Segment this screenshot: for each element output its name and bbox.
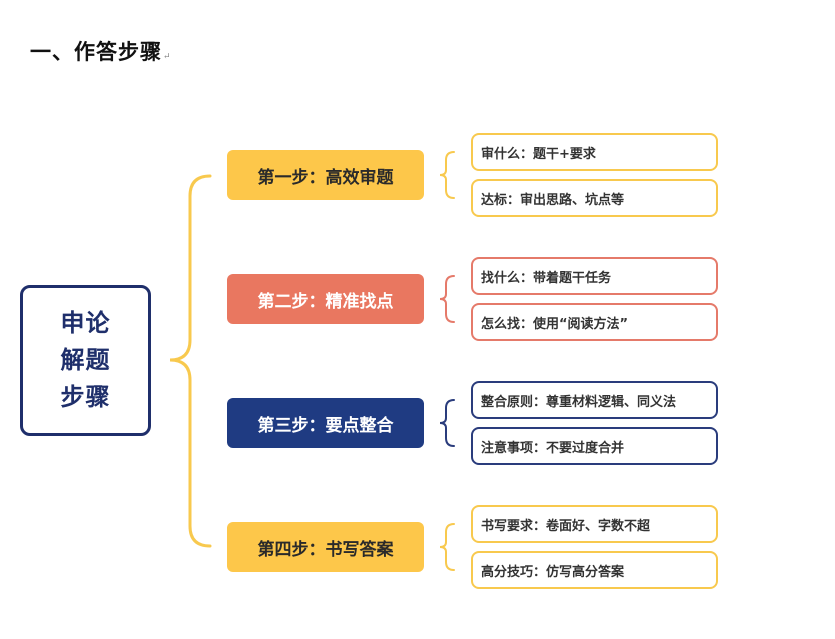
section-heading-text: 一、作答步骤: [30, 39, 162, 64]
step-2-sub-1: 找什么：带着题干任务: [471, 257, 718, 295]
brace-step-2: [439, 275, 455, 323]
step-2-sub-2: 怎么找：使用“阅读方法”: [471, 303, 718, 341]
root-node: 申论 解题 步骤: [20, 285, 151, 436]
step-4-sub-1: 书写要求：卷面好、字数不超: [471, 505, 718, 543]
step-2-node: 第二步：精准找点: [227, 274, 424, 324]
step-1-sub-2: 达标：审出思路、坑点等: [471, 179, 718, 217]
brace-step-4: [439, 523, 455, 571]
root-line-2: 解题: [60, 346, 111, 374]
step-3-sub-1: 整合原则：尊重材料逻辑、同义法: [471, 381, 718, 419]
paragraph-mark-icon: ↵: [163, 52, 172, 62]
main-brace: [169, 174, 212, 548]
step-1-node: 第一步：高效审题: [227, 150, 424, 200]
root-line-1: 申论: [60, 309, 111, 337]
brace-step-1: [439, 151, 455, 199]
section-heading: 一、作答步骤↵: [30, 36, 172, 66]
step-4-node: 第四步：书写答案: [227, 522, 424, 572]
step-3-node: 第三步：要点整合: [227, 398, 424, 448]
step-1-sub-1: 审什么：题干+要求: [471, 133, 718, 171]
brace-step-3: [439, 399, 455, 447]
step-4-sub-2: 高分技巧：仿写高分答案: [471, 551, 718, 589]
root-line-3: 步骤: [60, 383, 111, 411]
step-3-sub-2: 注意事项：不要过度合并: [471, 427, 718, 465]
